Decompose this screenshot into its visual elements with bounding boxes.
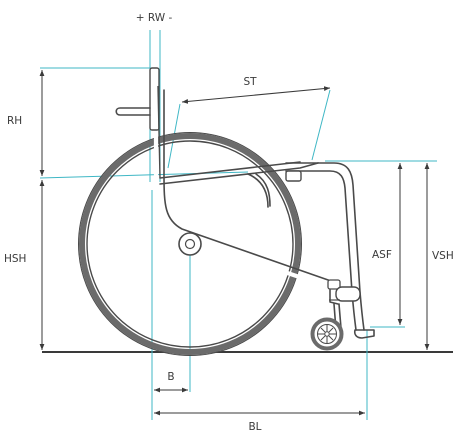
label-asf: ASF [372, 249, 392, 261]
label-rh: RH [7, 115, 22, 127]
label-st: ST [243, 76, 257, 88]
dimension-labels: + RW - ST RH HSH ASF VSH B BL [4, 12, 453, 432]
side-guard [247, 173, 269, 208]
label-b: B [167, 371, 174, 383]
label-rw: + RW - [136, 12, 173, 24]
dim-st [181, 86, 331, 104]
seat-clamp [285, 170, 302, 182]
dimension-lines [39, 70, 430, 416]
label-hsh: HSH [4, 253, 26, 265]
front-frame [285, 162, 365, 331]
rear-wheel-handrim [78, 132, 302, 356]
label-vsh: VSH [432, 250, 453, 262]
extension-lines [39, 30, 437, 420]
rear-wheel-rim [86, 140, 294, 348]
main-frame [153, 85, 337, 290]
seat [159, 162, 319, 185]
label-bl: BL [248, 421, 261, 432]
caster-housing [327, 279, 341, 290]
caster-clamp [335, 286, 361, 302]
rear-wheel-tire [79, 133, 301, 355]
footrest [353, 329, 375, 339]
wheelchair-drawing [78, 67, 375, 356]
backrest [115, 67, 161, 179]
